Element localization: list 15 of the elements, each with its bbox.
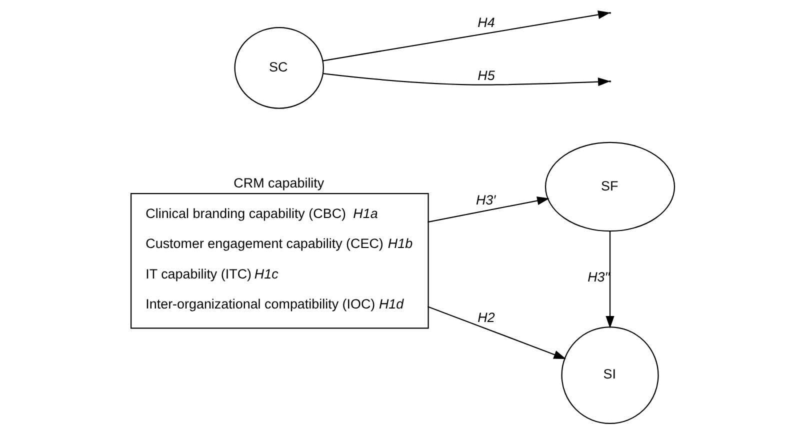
arrow: [322, 10, 610, 62]
node-ellipse: SF: [544, 142, 675, 232]
node-box: Clinical branding capability (CBC) H1a Customer engagement capability (CEC) H1b IT capability (ITC) H1c Inter-organizational compatibility (IOC) H1d: [130, 192, 428, 329]
edge-label: H3′′: [587, 269, 610, 284]
edge-label: H5: [477, 68, 494, 83]
node-label: CRM capability: [233, 175, 324, 190]
arrow: [322, 73, 610, 86]
arrow: [427, 306, 566, 360]
edge-label: H2: [477, 310, 494, 326]
edge-label: H4: [477, 15, 494, 30]
node-circle: SC: [234, 26, 324, 109]
arrow: [427, 196, 549, 223]
node-circle: SI: [560, 326, 658, 424]
arrow: [605, 231, 614, 328]
edge-label: H3′: [475, 192, 496, 208]
